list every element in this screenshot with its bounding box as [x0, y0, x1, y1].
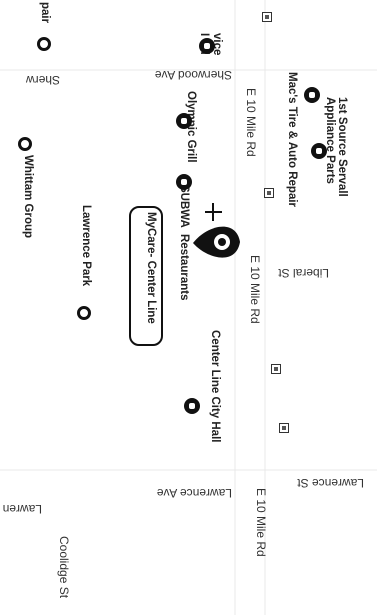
- street-label-liberal-st: Liberal St: [278, 266, 329, 280]
- selected-place-callout[interactable]: MyCare- Center Line: [129, 206, 163, 346]
- bus-stop-icon[interactable]: [264, 188, 274, 198]
- place-marker-icon[interactable]: [37, 37, 51, 51]
- street-label-sherwood-left: Sherw: [25, 73, 60, 87]
- street-label-lawrence-left: Lawren: [2, 502, 42, 516]
- location-pin-icon[interactable]: [193, 226, 240, 258]
- bus-stop-icon[interactable]: [279, 423, 289, 433]
- place-label-macs-tire: Mac's Tire & Auto Repair: [286, 72, 298, 208]
- place-label-subway: SUBWA: [178, 185, 190, 228]
- place-label-1st-source-servall: 1st Source Servall: [336, 97, 348, 197]
- place-label-center-line-city-hall: Center Line City Hall: [209, 330, 221, 443]
- business-marker-icon[interactable]: [311, 143, 327, 159]
- business-marker-icon[interactable]: [199, 38, 215, 54]
- street-label-e-10-mile-rd: E 10 Mile Rd: [248, 255, 262, 324]
- callout-label: MyCare- Center Line: [145, 212, 157, 324]
- street-label-e-10-mile-rd: E 10 Mile Rd: [244, 88, 258, 157]
- street-label-sherwood-ave: Sherwood Ave: [154, 68, 232, 82]
- location-crosshair: [205, 203, 222, 221]
- city-hall-marker-icon[interactable]: [184, 398, 200, 414]
- street-label-lawrence-ave: Lawrence Ave: [156, 486, 232, 500]
- place-label-lawrence-park: Lawrence Park: [80, 205, 92, 287]
- place-label-pair: pair: [39, 2, 51, 24]
- business-marker-icon[interactable]: [18, 137, 32, 151]
- street-label-coolidge-st: Coolidge St: [57, 536, 71, 599]
- street-label-lawrence-st: Lawrence St: [297, 476, 364, 490]
- place-label-restaurants: Restaurants: [178, 234, 190, 301]
- park-marker-icon[interactable]: [77, 306, 91, 320]
- bus-stop-icon[interactable]: [262, 12, 272, 22]
- restaurant-marker-icon[interactable]: [176, 174, 192, 190]
- place-label-whittam-group: Whittam Group: [22, 155, 34, 239]
- place-label-appliance-parts: Appliance Parts: [324, 97, 336, 184]
- business-marker-icon[interactable]: [304, 87, 320, 103]
- street-label-e-10-mile-rd: E 10 Mile Rd: [254, 488, 268, 557]
- restaurant-marker-icon[interactable]: [176, 113, 192, 129]
- bus-stop-icon[interactable]: [271, 364, 281, 374]
